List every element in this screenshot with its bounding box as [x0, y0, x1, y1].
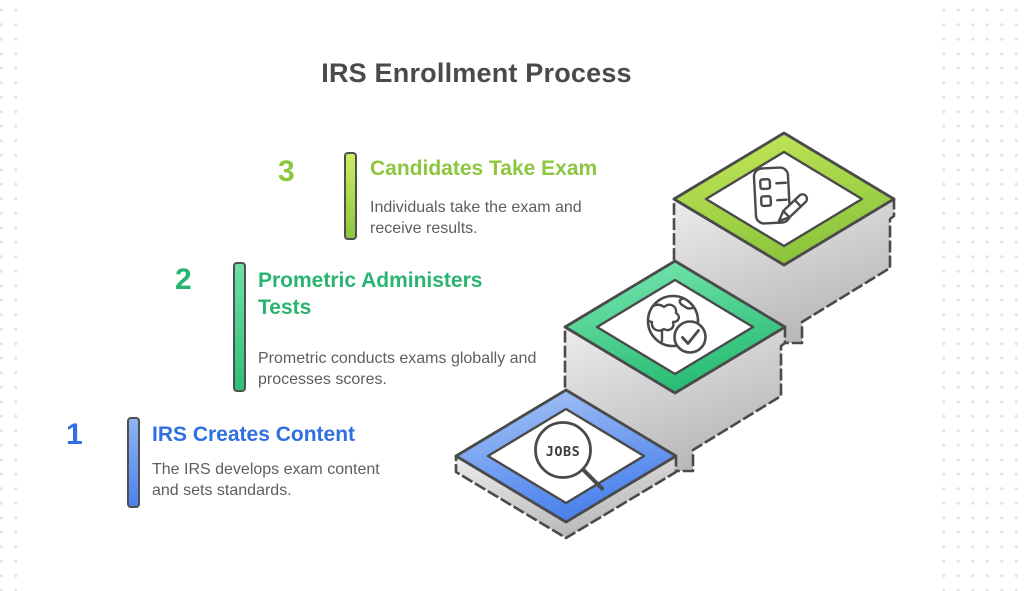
- step-1-title: IRS Creates Content: [152, 423, 356, 446]
- step-2-number: 2: [175, 263, 192, 296]
- step-3-accent-bar: [344, 152, 357, 240]
- page-title: IRS Enrollment Process: [321, 58, 632, 88]
- step-3-title: Candidates Take Exam: [370, 157, 598, 180]
- step-2-title: Prometric Administers Tests: [258, 269, 483, 319]
- step-1-number: 1: [66, 418, 83, 451]
- step-2-description: Prometric conducts exams globally and pr…: [258, 350, 537, 388]
- step-1-accent-bar: [127, 417, 140, 508]
- step-3-number: 3: [278, 155, 295, 188]
- step-1-description: The IRS develops exam content and sets s…: [152, 461, 380, 499]
- step-2-accent-bar: [233, 262, 246, 392]
- step-3-description: Individuals take the exam and receive re…: [370, 199, 582, 237]
